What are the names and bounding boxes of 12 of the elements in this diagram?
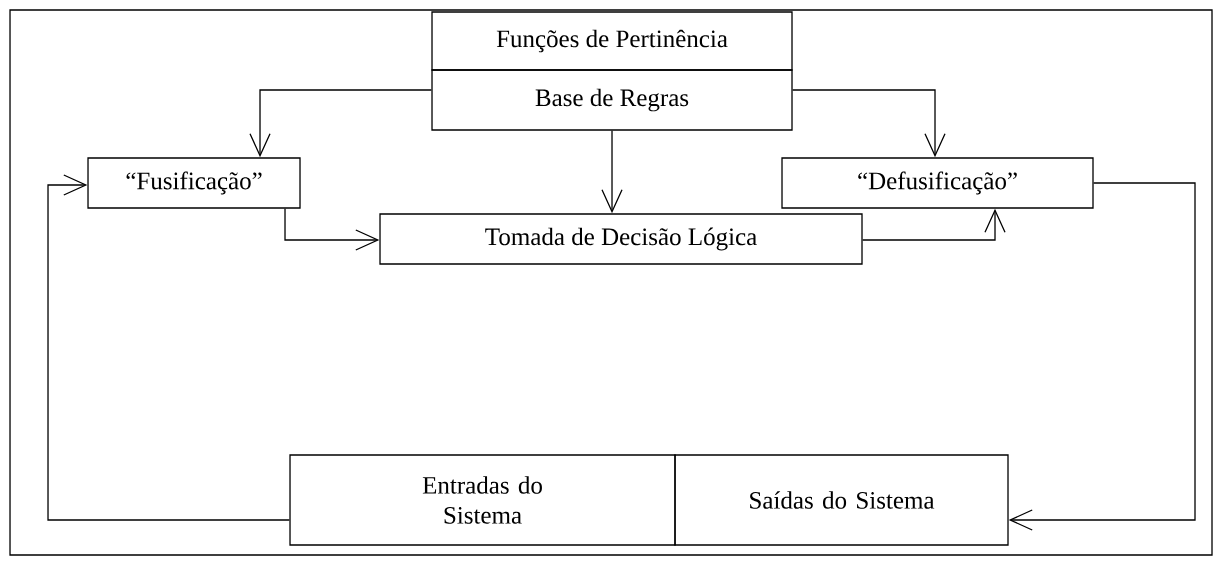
process-box: “Fusificação” xyxy=(87,157,301,209)
system-box: Entradas do Sistema xyxy=(289,454,676,546)
system-box: Saídas do Sistema xyxy=(674,454,1009,546)
process-box: Tomada de Decisão Lógica xyxy=(379,213,863,265)
arrow xyxy=(47,174,290,521)
arrow xyxy=(862,208,1006,241)
arrow xyxy=(792,89,946,158)
arrow xyxy=(601,130,623,214)
arrow xyxy=(1008,182,1196,531)
process-box: “Defusificação” xyxy=(781,157,1094,209)
arrow xyxy=(249,89,432,158)
arrow xyxy=(284,208,380,251)
